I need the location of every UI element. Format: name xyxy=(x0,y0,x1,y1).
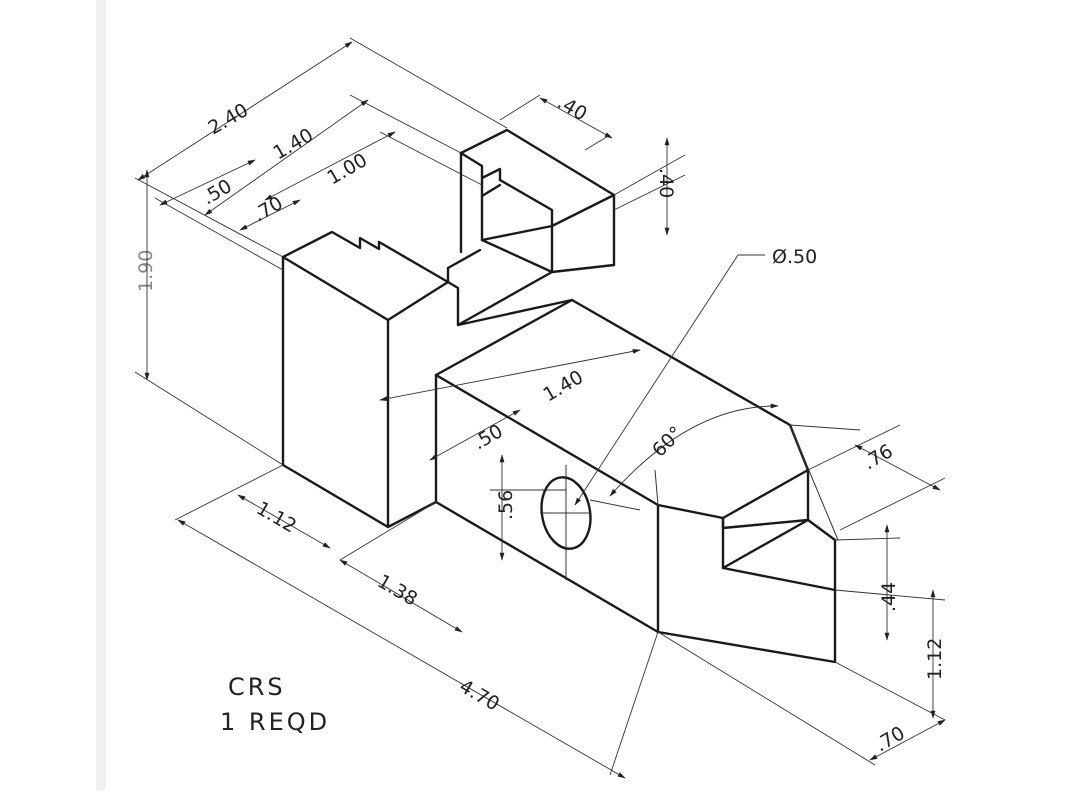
dim-top-overall: 2.40 xyxy=(205,99,253,139)
dim-top-left: .50 xyxy=(199,175,236,209)
dim-base-left: 1.12 xyxy=(253,497,301,537)
dim-angle: 60° xyxy=(648,422,687,461)
dim-base-mid: 1.38 xyxy=(374,570,422,610)
dim-slot-height: .44 xyxy=(878,582,900,612)
dim-notch-width: .40 xyxy=(554,91,591,125)
dim-notch-depth: .40 xyxy=(655,168,677,198)
dim-tip-width: .76 xyxy=(860,440,897,474)
dim-top-mid: 1.40 xyxy=(270,124,318,164)
dim-hole-height: .56 xyxy=(495,490,517,520)
scan-edge xyxy=(96,0,106,790)
quantity-note: 1 REQD xyxy=(220,708,330,736)
dimension-lines xyxy=(134,37,946,779)
dim-nose-offset: .50 xyxy=(470,420,507,454)
dim-length-overall: 4.70 xyxy=(456,675,504,715)
material-note: CRS xyxy=(228,673,286,701)
dim-tip-base: .70 xyxy=(872,722,909,756)
dim-hole-diameter: Ø.50 xyxy=(772,246,817,268)
dim-nose-length: 1.40 xyxy=(540,366,588,406)
drawing-notes: CRS 1 REQD xyxy=(220,673,330,736)
dim-tip-height: 1.12 xyxy=(924,638,946,680)
dim-top-left-small: .70 xyxy=(250,192,287,226)
dimension-labels: 2.40 1.40 1.00 .50 .70 .40 .40 1.90 Ø.50… xyxy=(135,91,946,756)
dim-height: 1.90 xyxy=(135,250,157,292)
dim-top-inner: 1.00 xyxy=(324,149,372,189)
